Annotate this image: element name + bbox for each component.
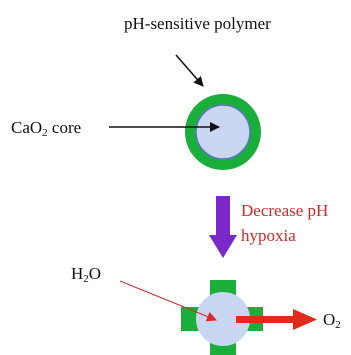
condition-label-ph: Decrease pH [241, 201, 329, 220]
process-arrow-shaft [216, 196, 230, 236]
polymer-label: pH-sensitive polymer [124, 14, 271, 33]
cao2-core [195, 104, 251, 160]
water-pointer-arrow [119, 280, 217, 322]
process-arrow-head [209, 235, 237, 258]
core-label: CaO2 core [11, 118, 82, 139]
oxygen-label: O2 [323, 310, 341, 331]
o2-arrow-shaft [236, 316, 296, 323]
exposed-core [196, 292, 250, 346]
condition-label-hypoxia: hypoxia [241, 226, 296, 245]
o2-arrow-head [293, 309, 317, 330]
water-label: H2O [71, 264, 102, 285]
polymer-pointer-arrow [175, 54, 204, 87]
